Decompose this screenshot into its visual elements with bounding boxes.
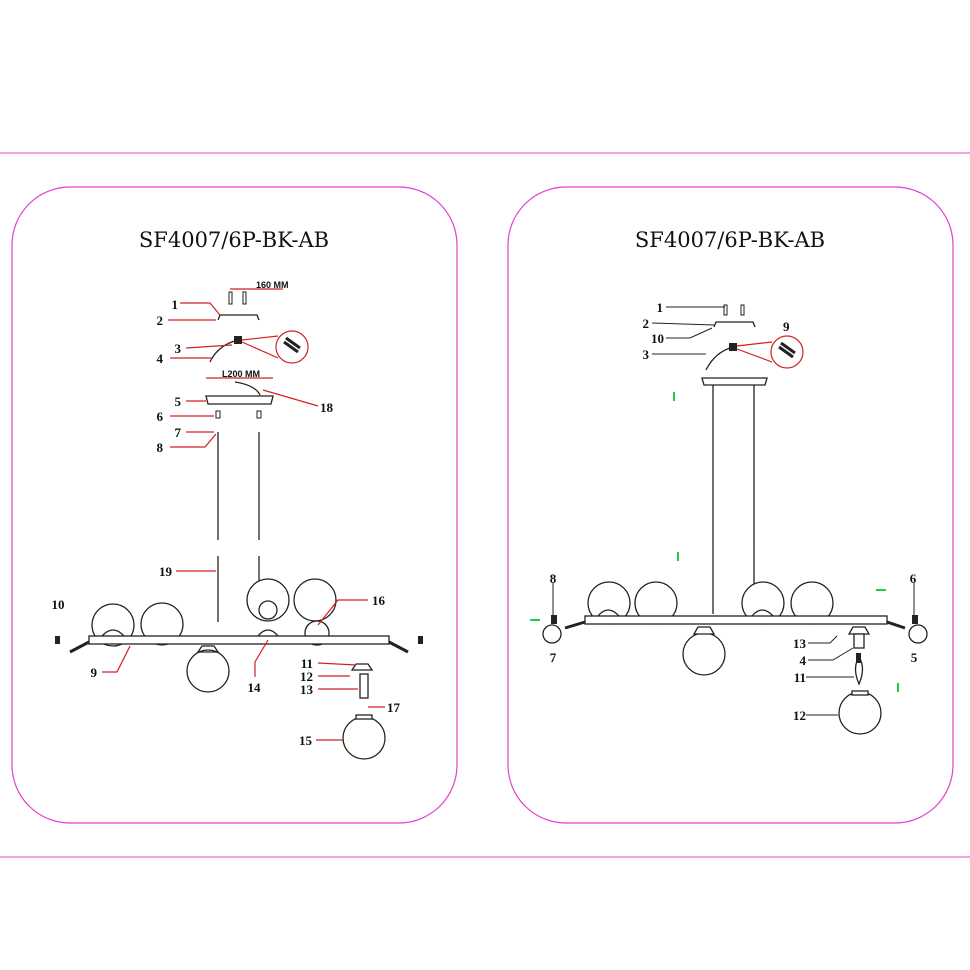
part-label: 10 <box>52 597 65 612</box>
dimension-label: 160 MM <box>256 280 289 290</box>
part-label: 4 <box>157 351 164 366</box>
detail-circle <box>275 330 309 364</box>
light-bar <box>584 615 888 625</box>
panel-title: SF4007/6P-BK-AB <box>635 228 825 252</box>
part-labels: 1 2 3 4 5 6 7 8 18 19 10 16 9 14 11 12 1… <box>52 297 401 748</box>
part-label: 3 <box>643 347 650 362</box>
part-label: 17 <box>387 700 401 715</box>
part-label: 12 <box>793 708 806 723</box>
part-label: 1 <box>172 297 179 312</box>
part-label: 8 <box>550 571 557 586</box>
part-labels: 1 2 10 3 9 8 6 7 5 13 4 11 12 <box>550 300 918 723</box>
mounting-bracket <box>713 321 756 328</box>
mounting-bracket <box>217 314 260 321</box>
part-label: 6 <box>157 409 164 424</box>
right-panel: SF4007/6P-BK-AB <box>507 186 954 824</box>
part-label: 3 <box>175 341 182 356</box>
detail-circle <box>770 335 804 369</box>
part-label: 9 <box>783 319 790 334</box>
part-label: 11 <box>794 670 806 685</box>
panel-title: SF4007/6P-BK-AB <box>139 228 329 252</box>
part-label: 2 <box>643 316 650 331</box>
light-bar <box>88 635 390 645</box>
part-label: 1 <box>657 300 664 315</box>
panel-frame <box>507 186 954 824</box>
part-label: 9 <box>91 665 98 680</box>
part-label: 5 <box>911 650 918 665</box>
part-label: 18 <box>320 400 334 415</box>
part-label: 7 <box>550 650 557 665</box>
part-label: 12 <box>300 669 313 684</box>
part-label: 19 <box>159 564 173 579</box>
direction-arrows <box>530 392 899 692</box>
part-label: 15 <box>299 733 313 748</box>
part-label: 8 <box>157 440 164 455</box>
part-label: 11 <box>301 656 313 671</box>
part-label: 4 <box>800 653 807 668</box>
part-label: 13 <box>300 682 314 697</box>
part-label: 16 <box>372 593 386 608</box>
part-label: 6 <box>910 571 917 586</box>
part-label: 5 <box>175 394 182 409</box>
panel-frame <box>11 186 458 824</box>
canopy <box>701 377 768 386</box>
dimension-label: L200 MM <box>222 369 260 379</box>
canopy <box>205 395 274 405</box>
part-label: 2 <box>157 313 164 328</box>
part-label: 14 <box>248 680 262 695</box>
part-label: 7 <box>175 425 182 440</box>
part-label: 13 <box>793 636 807 651</box>
left-panel: SF4007/6P-BK-AB 160 MM L200 MM <box>11 186 458 824</box>
part-label: 10 <box>651 331 664 346</box>
